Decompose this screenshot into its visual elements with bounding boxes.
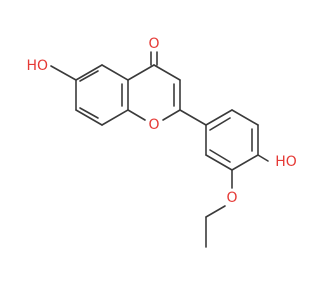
- bond: [205, 205, 226, 218]
- bond: [162, 109, 181, 121]
- bond: [257, 154, 269, 162]
- bond: [179, 109, 207, 126]
- bond: [75, 64, 103, 81]
- bond: [153, 64, 181, 81]
- bond-lines: [50, 51, 269, 248]
- bond: [209, 117, 231, 131]
- ring-oxygen-label: O: [148, 117, 159, 133]
- hydroxyl-6-label: HO: [26, 58, 48, 74]
- bond: [231, 109, 259, 126]
- bond: [127, 109, 146, 121]
- bond: [79, 107, 99, 119]
- bond: [205, 154, 233, 171]
- bond: [127, 64, 155, 81]
- hydroxyl-4prime-label: HO: [275, 154, 297, 170]
- bond: [79, 70, 99, 82]
- atom-labels: O O HO HO O: [26, 36, 296, 206]
- bond: [205, 109, 233, 126]
- chemical-structure-diagram: O O HO HO O: [26, 36, 297, 248]
- bond: [209, 149, 231, 163]
- bond: [75, 109, 103, 126]
- bond: [101, 64, 129, 81]
- ether-oxygen-label: O: [226, 190, 237, 206]
- bond: [101, 109, 129, 126]
- bond: [50, 65, 77, 81]
- bond: [231, 154, 259, 171]
- carbonyl-oxygen-label: O: [148, 36, 159, 52]
